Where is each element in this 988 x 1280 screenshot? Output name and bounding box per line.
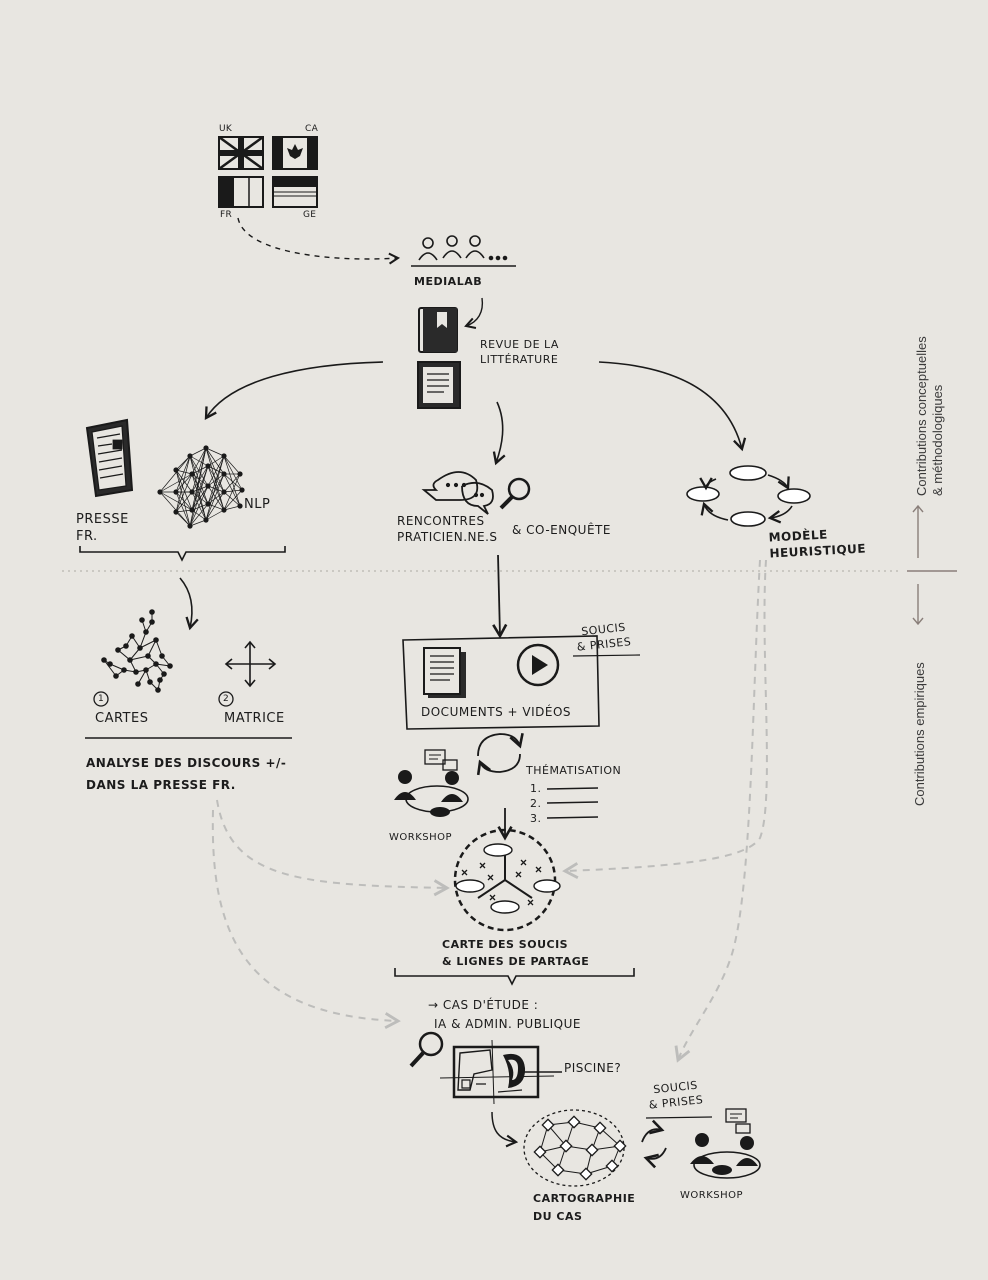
cartes-number: 1 xyxy=(98,694,105,704)
flags-to-medialab-arrow xyxy=(237,217,401,265)
thematisation-item-3: 3. xyxy=(530,812,542,825)
modele-label: MODÈLE HEURISTIQUE xyxy=(768,524,866,561)
matrice-label: MATRICE xyxy=(224,711,285,726)
matrice-number: 2 xyxy=(223,694,230,704)
analyse-label: ANALYSE DES DISCOURS +/- DANS LA PRESSE … xyxy=(86,752,286,796)
analyse-line-1: ANALYSE DES DISCOURS +/- xyxy=(86,756,287,770)
play-button-icon xyxy=(516,643,560,687)
documents-videos-box xyxy=(402,635,600,730)
side-axis-marker xyxy=(907,504,957,626)
thematisation-lines xyxy=(546,787,599,819)
cartographie-label: CARTOGRAPHIE DU CAS xyxy=(533,1190,635,1226)
soucis-underline-2 xyxy=(645,1116,713,1119)
aerial-map-icon xyxy=(439,1039,555,1105)
rencontres-label: RENCONTRES PRATICIEN.NE.S xyxy=(397,513,498,545)
carte-soucis-line-1: CARTE DES SOUCIS xyxy=(442,938,569,951)
empirical-dashed-flows xyxy=(211,559,768,1063)
cas-etude-line-2: IA & ADMIN. PUBLIQUE xyxy=(434,1017,581,1031)
ge-flag-icon xyxy=(272,176,318,208)
medialab-label: MEDIALAB xyxy=(414,275,483,288)
documents-stack-icon xyxy=(423,647,466,698)
documents-videos-label: DOCUMENTS + VIDÉOS xyxy=(421,705,572,719)
side-label-conceptual: Contributions conceptuelles & méthodolog… xyxy=(914,336,946,496)
presse-line-1: PRESSE xyxy=(76,512,129,527)
document-icon xyxy=(417,361,461,409)
number-circles xyxy=(93,691,234,707)
uk-flag-icon xyxy=(218,135,264,171)
speech-bubbles-icon xyxy=(421,471,494,515)
carte-soucis-label: CARTE DES SOUCIS & LIGNES DE PARTAGE xyxy=(442,936,589,970)
cartographie-line-2: DU CAS xyxy=(533,1210,583,1223)
presse-bracket xyxy=(79,546,286,562)
case-magnifier-icon xyxy=(409,1031,444,1068)
presse-line-2: FR. xyxy=(76,529,98,544)
rencontres-line-2: PRATICIEN.NE.S xyxy=(397,530,498,544)
ca-flag-icon xyxy=(272,136,318,170)
bracket-to-analyse-arrow xyxy=(179,577,199,631)
workshop-icon-1 xyxy=(394,749,469,817)
cartographie-network-icon xyxy=(523,1109,627,1187)
medialab-people-icon xyxy=(411,235,516,267)
flag-label-uk: UK xyxy=(219,124,233,134)
side-conceptual-line-2: & méthodologiques xyxy=(930,384,945,496)
newspaper-icon xyxy=(85,418,134,498)
revue-line-2: LITTÉRATURE xyxy=(480,353,559,366)
cycle-arrows-icon xyxy=(476,732,524,776)
revue-to-presse-arrow xyxy=(204,361,384,420)
carte-bracket xyxy=(394,968,635,986)
cartographie-line-1: CARTOGRAPHIE xyxy=(533,1192,636,1205)
nlp-label: NLP xyxy=(244,497,271,512)
carte-des-soucis-icon xyxy=(453,828,561,932)
soucis-prises-label-2: SOUCIS & PRISES xyxy=(647,1077,704,1113)
revue-line-1: REVUE DE LA xyxy=(480,338,559,351)
piscine-label: PISCINE? xyxy=(564,1061,622,1075)
cas-etude-line-1: → CAS D'ÉTUDE : xyxy=(428,998,539,1012)
cas-etude-label: → CAS D'ÉTUDE : IA & ADMIN. PUBLIQUE xyxy=(428,996,581,1034)
side-conceptual-line-1: Contributions conceptuelles xyxy=(914,336,929,496)
soucis-underline-1 xyxy=(572,654,641,657)
presse-label: PRESSE FR. xyxy=(76,511,129,545)
cartes-label: CARTES xyxy=(95,711,149,726)
workshop-label-2: WORKSHOP xyxy=(680,1190,744,1201)
map-to-cartographie-arrow xyxy=(491,1111,519,1148)
thematisation-title: THÉMATISATION xyxy=(526,764,622,777)
thematisation-item-2: 2. xyxy=(530,797,542,810)
book-icon xyxy=(418,307,458,353)
heuristic-cycle-icon xyxy=(686,465,811,527)
soucis-prises-label-1: SOUCIS & PRISES xyxy=(575,619,632,655)
analyse-line-2: DANS LA PRESSE FR. xyxy=(86,778,236,792)
workshop-icon-2 xyxy=(690,1108,761,1179)
fr-flag-icon xyxy=(218,176,264,208)
revue-to-modele-arrow xyxy=(598,361,747,452)
magnifier-icon xyxy=(499,477,531,510)
revue-to-rencontres-arrow xyxy=(492,401,506,466)
thematisation-item-1: 1. xyxy=(530,782,542,795)
flag-label-fr: FR xyxy=(220,210,233,220)
rencontres-line-1: RENCONTRES xyxy=(397,514,485,528)
thematisation-list: 1. 2. 3. xyxy=(530,781,542,826)
neural-network-icon xyxy=(157,445,245,529)
carte-soucis-line-2: & LIGNES DE PARTAGE xyxy=(442,955,590,968)
matrix-axes-icon xyxy=(224,640,277,688)
flag-label-ge: GE xyxy=(303,210,317,220)
revue-label: REVUE DE LA LITTÉRATURE xyxy=(480,337,559,367)
workshop-label-1: WORKSHOP xyxy=(389,832,453,843)
side-label-empirical: Contributions empiriques xyxy=(912,662,927,806)
medialab-to-book-arrow xyxy=(464,297,484,329)
rencontres-to-documents-arrow xyxy=(492,554,508,639)
flag-label-ca: CA xyxy=(305,124,319,134)
coenquete-label: & CO-ENQUÊTE xyxy=(512,523,611,537)
cycle-arrows-icon-2 xyxy=(641,1119,667,1169)
network-map-icon xyxy=(101,609,173,693)
